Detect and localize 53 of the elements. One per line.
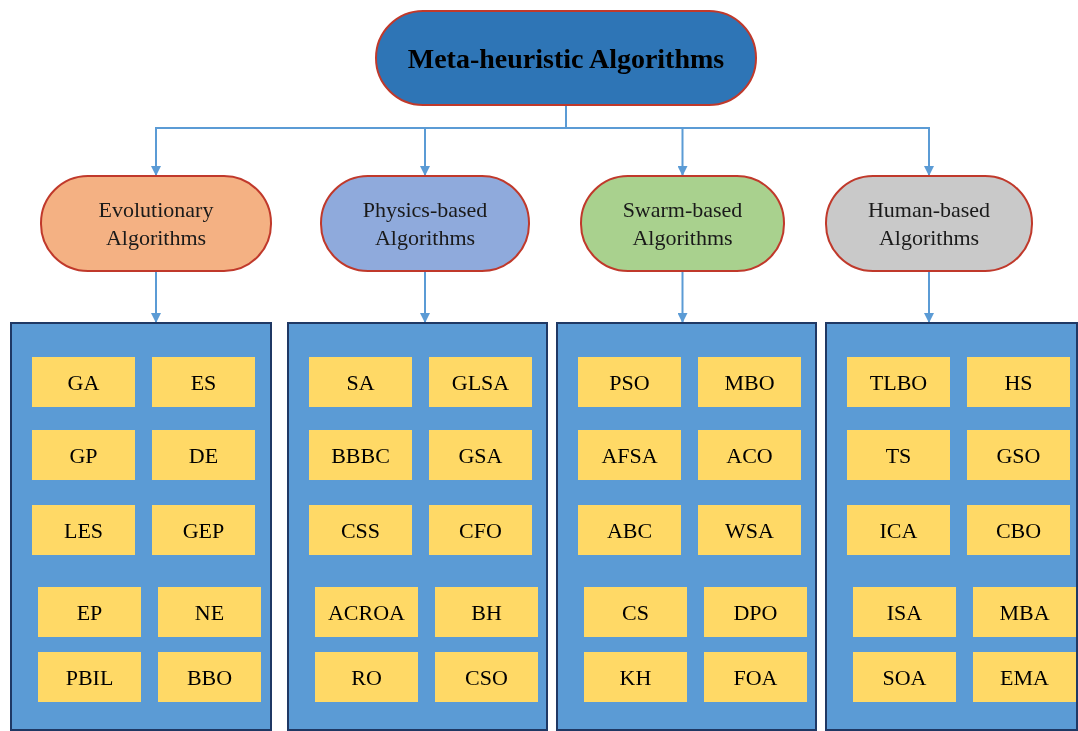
algorithm-box: RO [315, 652, 418, 702]
algorithm-box: GEP [152, 505, 255, 555]
algorithm-box: NE [158, 587, 261, 637]
category-pill: Human-based Algorithms [825, 175, 1033, 272]
algorithm-box: ISA [853, 587, 956, 637]
algorithm-box: SOA [853, 652, 956, 702]
category-panel [10, 322, 272, 731]
algorithm-box: GLSA [429, 357, 532, 407]
algorithm-box: ICA [847, 505, 950, 555]
category-pill: Evolutionary Algorithms [40, 175, 272, 272]
algorithm-box: GSA [429, 430, 532, 480]
algorithm-box: KH [584, 652, 687, 702]
algorithm-box: WSA [698, 505, 801, 555]
algorithm-box: GA [32, 357, 135, 407]
algorithm-box: GSO [967, 430, 1070, 480]
algorithm-box: CSS [309, 505, 412, 555]
category-panel [287, 322, 548, 731]
algorithm-box: ES [152, 357, 255, 407]
algorithm-box: MBO [698, 357, 801, 407]
algorithm-box: GP [32, 430, 135, 480]
algorithm-box: EMA [973, 652, 1076, 702]
algorithm-box: CBO [967, 505, 1070, 555]
algorithm-box: CSO [435, 652, 538, 702]
algorithm-box: ACROA [315, 587, 418, 637]
algorithm-box: LES [32, 505, 135, 555]
connector-arrow [924, 271, 934, 323]
connector-arrow [151, 271, 161, 323]
algorithm-box: EP [38, 587, 141, 637]
algorithm-box: MBA [973, 587, 1076, 637]
connector-arrow [677, 271, 688, 323]
algorithm-box: ACO [698, 430, 801, 480]
algorithm-box: TS [847, 430, 950, 480]
algorithm-box: HS [967, 357, 1070, 407]
algorithm-box: BBO [158, 652, 261, 702]
algorithm-box: SA [309, 357, 412, 407]
algorithm-box: PSO [578, 357, 681, 407]
algorithm-box: DPO [704, 587, 807, 637]
algorithm-box: ABC [578, 505, 681, 555]
category-panel [825, 322, 1078, 731]
algorithm-box: CFO [429, 505, 532, 555]
algorithm-box: CS [584, 587, 687, 637]
algorithm-box: DE [152, 430, 255, 480]
algorithm-box: AFSA [578, 430, 681, 480]
category-panel [556, 322, 817, 731]
algorithm-box: FOA [704, 652, 807, 702]
algorithm-box: PBIL [38, 652, 141, 702]
category-pill: Physics-based Algorithms [320, 175, 530, 272]
root-pill: Meta-heuristic Algorithms [375, 10, 757, 106]
algorithm-box: BBBC [309, 430, 412, 480]
connector-arrow [420, 271, 430, 323]
algorithm-box: TLBO [847, 357, 950, 407]
category-pill: Swarm-based Algorithms [580, 175, 785, 272]
algorithm-box: BH [435, 587, 538, 637]
